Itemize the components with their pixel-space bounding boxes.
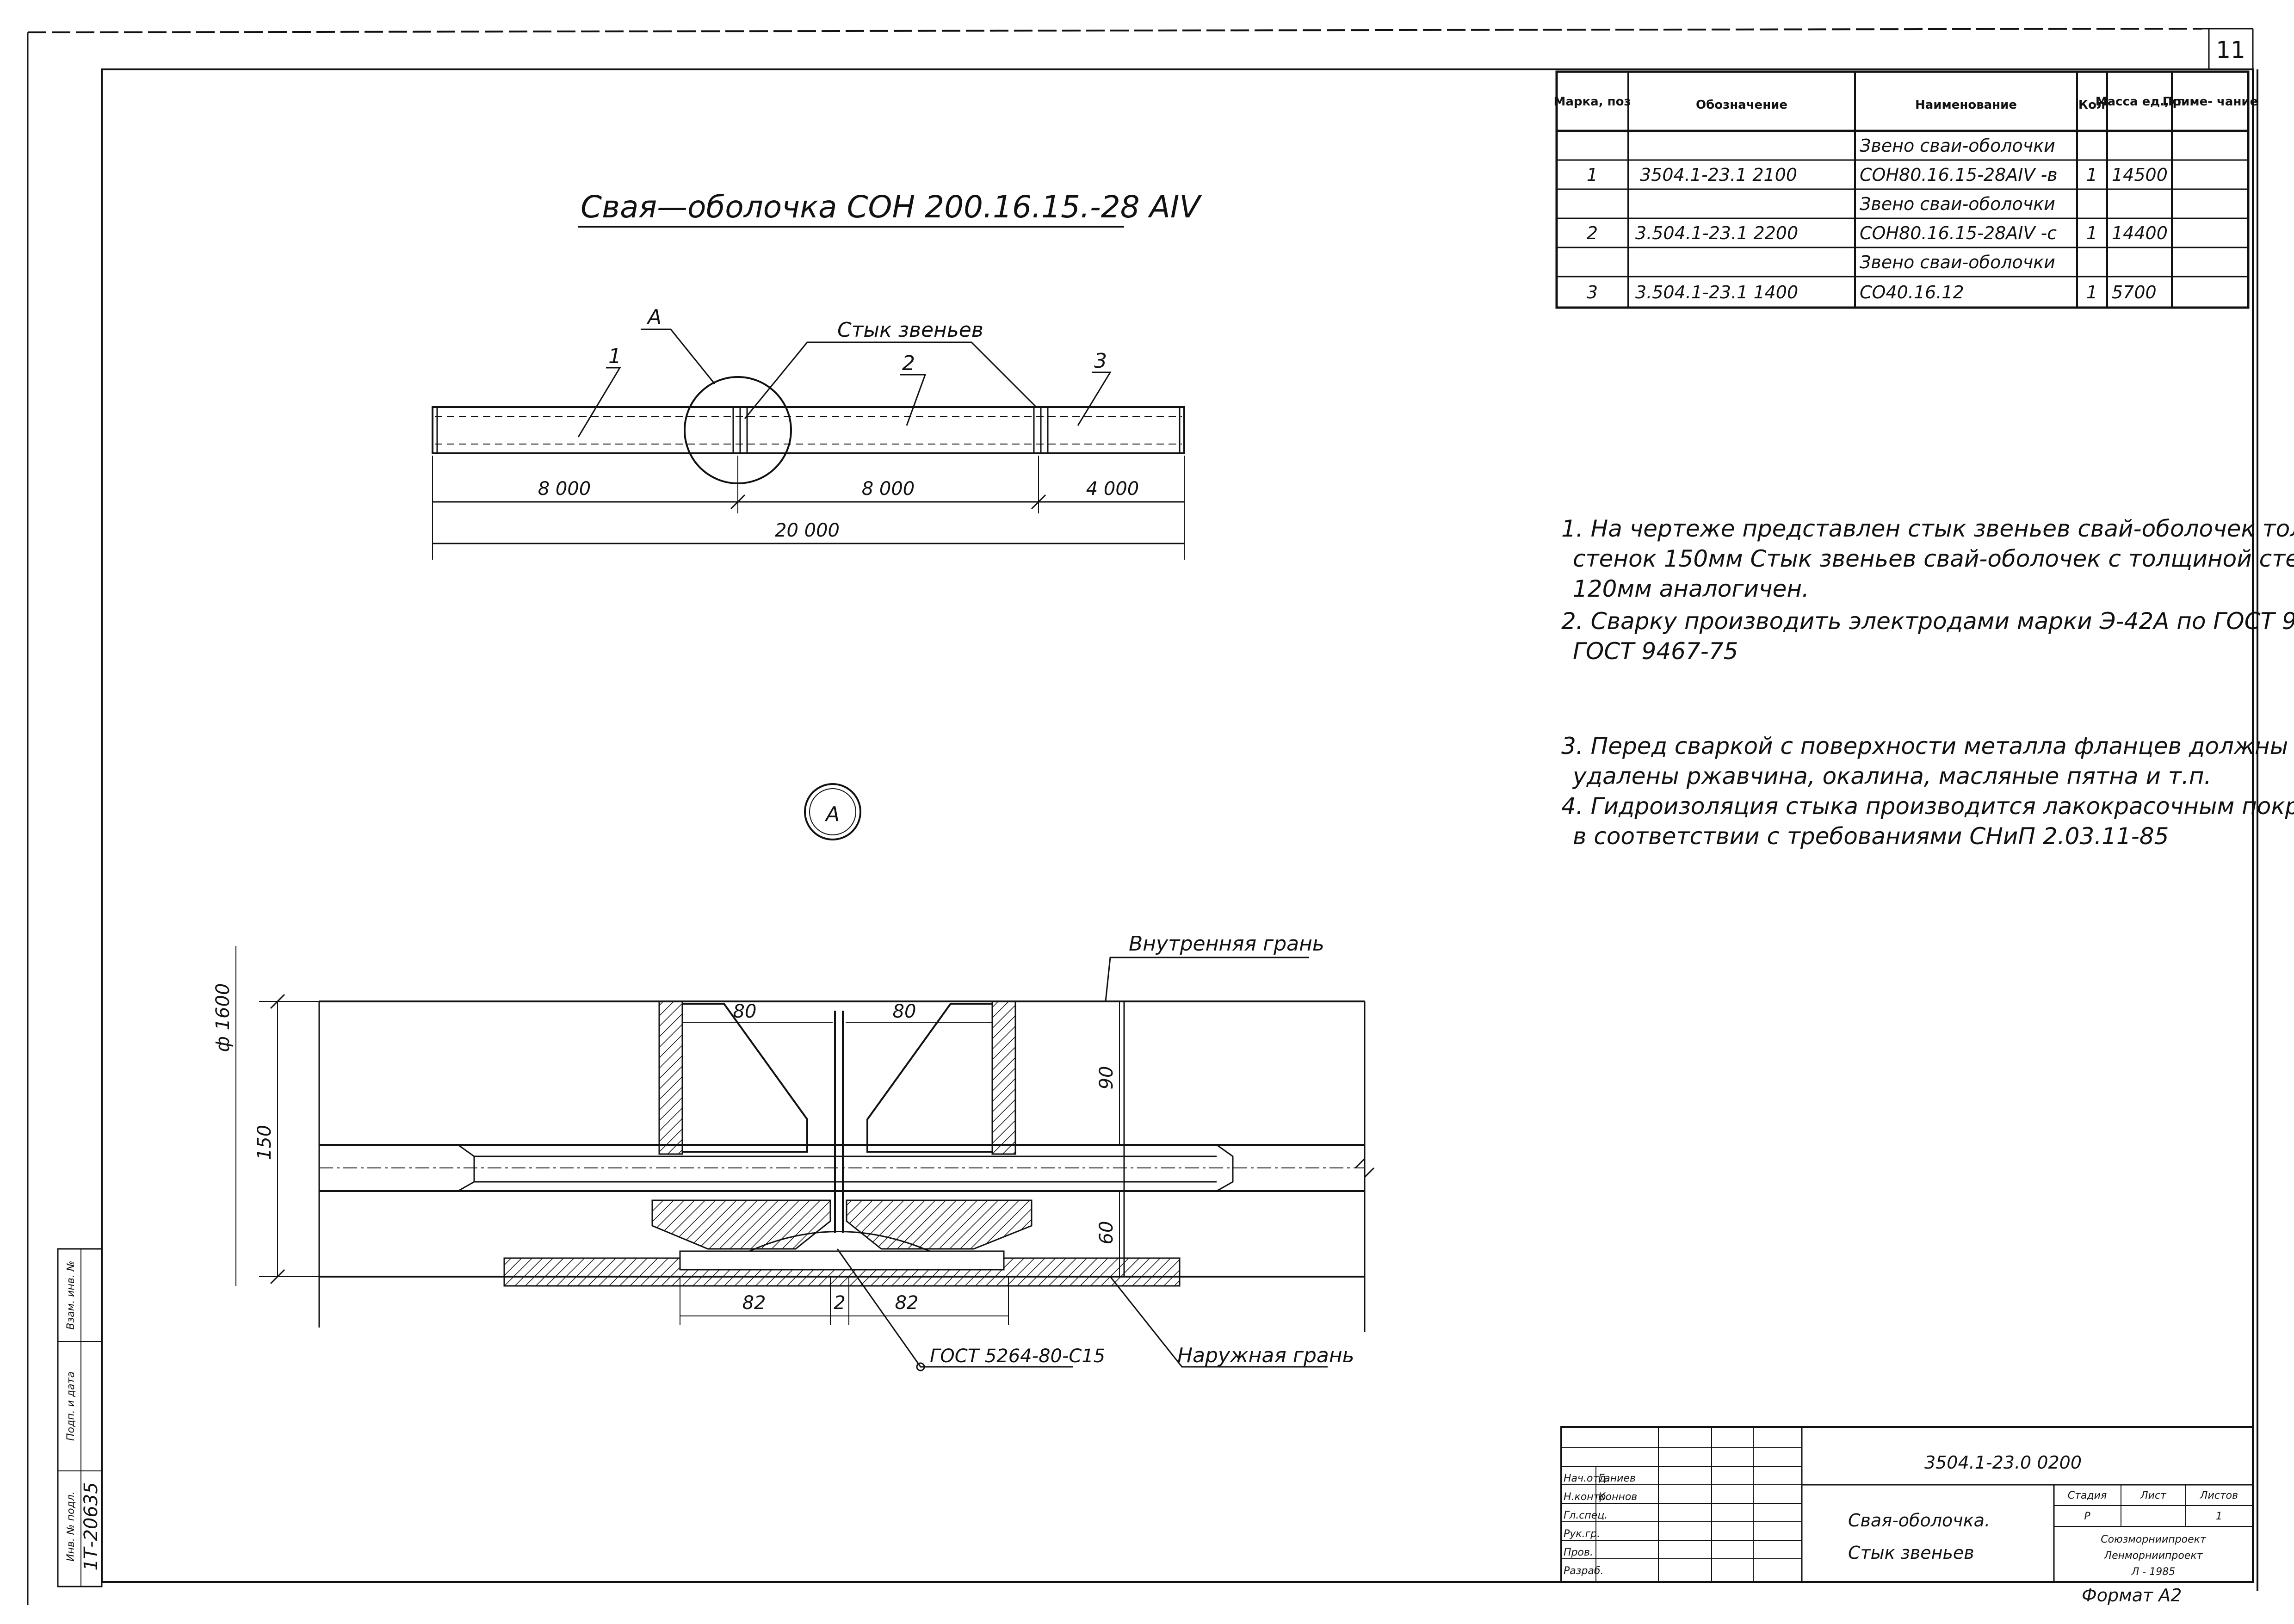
note-line: стенок 150мм Стык звеньев свай-оболочек … — [1573, 545, 2294, 572]
header-qty: Кол — [2078, 98, 2105, 112]
table-cell-name: Звено сваи-оболочки — [1860, 194, 2055, 214]
detail-a-labels: Внутренняя грань Наружная грань ГОСТ 526… — [212, 932, 1354, 1367]
tb-name-2: Стык звеньев — [1848, 1543, 1974, 1563]
dim-150: 150 — [254, 1125, 275, 1160]
tb-role: Рук.гр. — [1564, 1528, 1600, 1540]
dim-82-right: 82 — [895, 1292, 919, 1314]
stamp-inv2: Взам. инв. № — [65, 1260, 77, 1329]
label-inner-face: Внутренняя грань — [1129, 932, 1324, 956]
tb-stage: Р — [2084, 1511, 2090, 1522]
note-line: удалены ржавчина, окалина, масляные пятн… — [1572, 763, 2211, 790]
overview-pile — [432, 328, 1185, 560]
tb-org-3: Л - 1985 — [2131, 1566, 2175, 1578]
tb-sheet-h: Лист — [2140, 1490, 2167, 1501]
table-cell-qty: 1 — [2086, 282, 2097, 303]
table-cell-designation: 3.504.1-23.1 2200 — [1635, 223, 1798, 243]
table-cell-mark: 2 — [1587, 223, 1598, 243]
header-mark: Марка, поз — [1553, 95, 1631, 109]
detail-marker-label: А — [824, 803, 840, 826]
table-cell-designation: 3504.1-23.1 2100 — [1640, 165, 1797, 185]
pos-1-label: 1 — [608, 345, 621, 368]
table-cell-qty: 1 — [2086, 165, 2097, 185]
header-name: Наименование — [1915, 98, 2017, 112]
note-line: в соответствии с требованиями СНиП 2.03.… — [1573, 823, 2169, 850]
tb-sheets-h: Листов — [2200, 1490, 2238, 1501]
title-block-text: 3504.1-23.0 0200 Свая-оболочка. Стык зве… — [1564, 1452, 2238, 1605]
table-cell-mass: 14500 — [2112, 165, 2168, 185]
dim-dia: ф 1600 — [212, 983, 234, 1052]
note-line: ГОСТ 9467-75 — [1573, 638, 1738, 665]
main-title: Свая—оболочка СОН 200.16.15.-28 АIV — [581, 189, 1202, 225]
label-outer-face: Наружная грань — [1177, 1344, 1354, 1367]
stamp-inv-no: 1Т-20635 — [80, 1482, 102, 1571]
note-line: 4. Гидроизоляция стыка производится лако… — [1561, 793, 2294, 820]
stamp-inv: Инв. № подл. — [65, 1491, 77, 1562]
stamp-sign: Подп. и дата — [65, 1371, 77, 1441]
table-cell-qty: 1 — [2086, 223, 2097, 243]
note-line: 2. Сварку производить электродами марки … — [1561, 608, 2294, 635]
table-cell-name: Звено сваи-оболочки — [1860, 136, 2055, 156]
header-designation: Обозначение — [1696, 98, 1787, 112]
spec-table-rows: Звено сваи-оболочки 1 3504.1-23.1 2100 С… — [1587, 136, 2168, 303]
dim-80-right: 80 — [893, 1001, 916, 1022]
header-mass: Масса ед.,кг — [2096, 95, 2183, 109]
dim-82-left: 82 — [742, 1292, 766, 1314]
tb-role: Пров. — [1564, 1547, 1593, 1558]
table-cell-mass: 14400 — [2112, 223, 2168, 243]
note-line: 120мм аналогичен. — [1573, 575, 1809, 602]
header-note: Приме- чание — [2163, 95, 2258, 109]
table-cell-name: СОН80.16.15-28АIV -с — [1860, 223, 2057, 243]
overview-labels: А Стык звеньев 1 2 3 8 000 8 000 4 000 2… — [538, 305, 1139, 541]
dim-90: 90 — [1096, 1066, 1117, 1090]
tb-code: 3504.1-23.0 0200 — [1924, 1452, 2082, 1473]
tb-role: Разраб. — [1564, 1565, 1603, 1577]
table-cell-name: СО40.16.12 — [1860, 282, 1964, 303]
sheet-frame — [27, 28, 2258, 1605]
tb-person: Ганиев — [1598, 1473, 1636, 1484]
table-cell-designation: 3.504.1-23.1 1400 — [1635, 282, 1798, 303]
tb-role: Гл.спец. — [1564, 1510, 1608, 1521]
tb-org-2: Ленморниипроект — [2104, 1550, 2203, 1562]
detail-a-section — [235, 946, 1375, 1371]
pos-3-label: 3 — [1094, 349, 1107, 373]
title-block — [1560, 1426, 2254, 1583]
tb-name-1: Свая-оболочка. — [1848, 1510, 1990, 1531]
tb-person: Коннов — [1598, 1491, 1637, 1503]
tb-role: Нач.отд. — [1564, 1473, 1609, 1484]
dim-60: 60 — [1096, 1221, 1117, 1245]
detail-marker-circle — [804, 783, 861, 840]
table-cell-name: Звено сваи-оболочки — [1860, 252, 2055, 272]
side-stamp — [57, 1248, 103, 1587]
label-weld-ref: ГОСТ 5264-80-С15 — [930, 1346, 1105, 1367]
dim-2: 2 — [834, 1292, 845, 1314]
sheet-number: 11 — [2216, 37, 2245, 63]
tb-sheet: 1 — [2216, 1511, 2222, 1522]
dim-4000: 4 000 — [1086, 478, 1139, 500]
dim-8000-mid: 8 000 — [862, 478, 915, 500]
pos-2-label: 2 — [902, 352, 915, 375]
label-a: А — [646, 305, 662, 329]
spec-table-headers: Марка, поз Обозначение Наименование Кол … — [1553, 95, 2258, 112]
side-stamp-text: Взам. инв. № Подп. и дата Инв. № подл. 1… — [65, 1260, 102, 1570]
tb-org-1: Союзморниипроект — [2101, 1534, 2207, 1545]
table-cell-mark: 1 — [1587, 165, 1598, 185]
tb-stage-h: Стадия — [2068, 1490, 2107, 1501]
tb-format: Формат А2 — [2082, 1585, 2182, 1605]
spec-table — [1555, 70, 2250, 309]
notes: 1. На чертеже представлен стык звеньев с… — [1561, 515, 2294, 850]
table-cell-name: СОН80.16.15-28АIV -в — [1860, 165, 2058, 185]
label-joint: Стык звеньев — [837, 318, 983, 342]
dim-8000-left: 8 000 — [538, 478, 591, 500]
note-line: 1. На чертеже представлен стык звеньев с… — [1561, 515, 2294, 542]
tb-role: Н.контр. — [1564, 1491, 1609, 1503]
table-cell-mass: 5700 — [2112, 282, 2157, 303]
dim-80-left: 80 — [733, 1001, 757, 1022]
table-cell-mark: 3 — [1587, 282, 1598, 303]
dim-20000: 20 000 — [775, 520, 840, 541]
note-line: 3. Перед сваркой с поверхности металла ф… — [1561, 733, 2294, 760]
